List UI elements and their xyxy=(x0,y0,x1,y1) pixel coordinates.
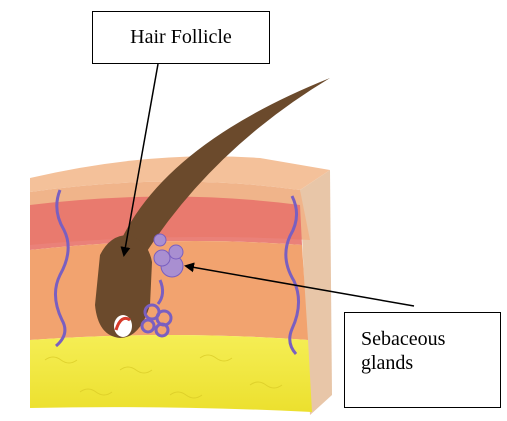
hair-follicle-label: Hair Follicle xyxy=(92,11,270,64)
sebaceous-glands-label: Sebaceous glands xyxy=(344,312,501,408)
sebaceous-label-line2: glands xyxy=(361,351,500,375)
sebaceous-label-line1: Sebaceous xyxy=(361,327,500,351)
fat-layer xyxy=(30,335,312,412)
